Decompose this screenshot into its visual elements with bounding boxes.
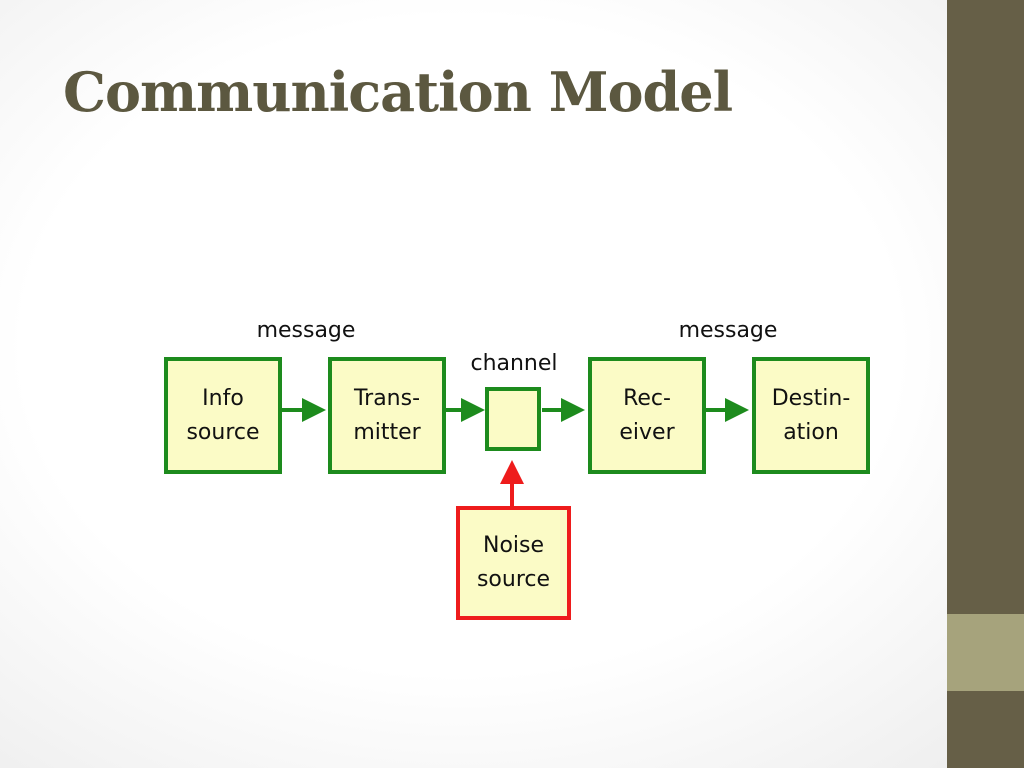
message-label-right: message (678, 318, 778, 343)
noise-source-line-2: source (476, 567, 551, 592)
transmitter-line-1: Trans- (353, 385, 421, 411)
noise-source-line-1: Noise (482, 533, 545, 558)
page-title: Communication Model (63, 60, 733, 124)
message-label-left: message (256, 318, 356, 343)
receiver-box: Rec- eiver (588, 357, 706, 474)
info-source-box: Info source (164, 357, 282, 474)
destination-box: Destin- ation (752, 357, 870, 474)
channel-label: channel (470, 351, 558, 376)
noise-source-box: Noise source (456, 506, 571, 620)
info-source-line-1: Info (202, 385, 244, 411)
channel-box (485, 387, 541, 451)
receiver-line-2: eiver (619, 419, 675, 445)
destination-line-1: Destin- (771, 385, 851, 411)
transmitter-box: Trans- mitter (328, 357, 446, 474)
destination-line-2: ation (783, 419, 839, 445)
side-accent-block (947, 614, 1024, 691)
transmitter-line-2: mitter (353, 419, 421, 445)
info-source-line-2: source (186, 419, 260, 445)
receiver-line-1: Rec- (623, 385, 671, 411)
